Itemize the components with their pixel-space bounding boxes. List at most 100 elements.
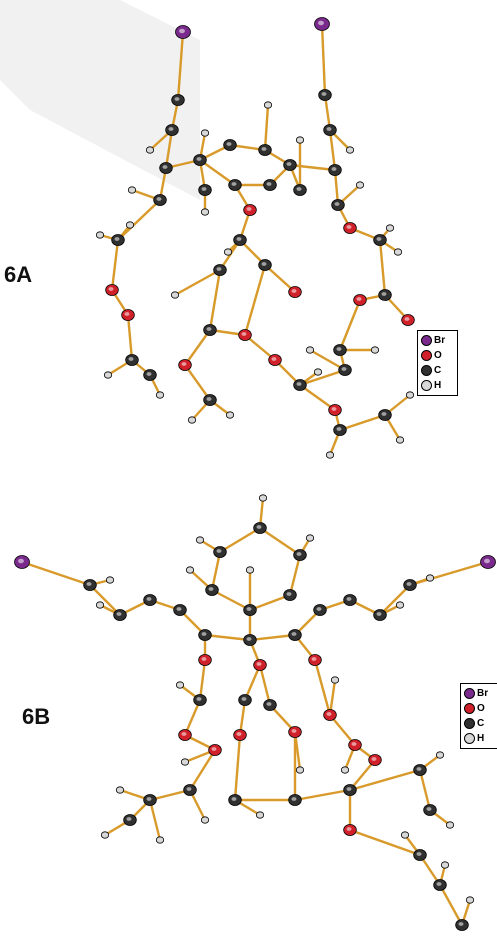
carbon-atom-highlight [216,267,222,271]
carbon-atom-highlight [186,787,192,791]
bond [378,238,387,297]
bond [88,583,122,617]
panel-6a: 6A Br O C H [0,0,497,470]
bond [243,333,277,362]
carbon-atom-highlight [162,165,168,169]
bond [248,593,292,612]
bond [210,550,222,592]
hydrogen-atom [313,368,323,376]
carbon-atom-highlight [241,697,247,701]
carbon-atom-highlight [336,427,342,431]
carbon-atom-highlight [436,882,442,886]
hydrogen-atom [445,821,455,829]
carbon-atom-highlight [86,582,92,586]
hydrogen-atom [355,181,365,189]
hydrogen-atom [330,676,340,684]
carbon-atom-highlight [174,97,180,101]
carbon-atom-highlight [296,552,302,556]
hydrogen-atom [395,601,405,609]
bond [176,30,185,102]
legend-label-o: O [434,350,442,361]
bond [243,263,267,337]
hydrogen-atom [145,146,155,154]
hydrogen-atom [223,248,233,256]
bond [183,698,202,737]
legend-label-o: O [477,703,485,714]
carbon-atom-highlight [296,187,302,191]
bond [203,633,252,642]
oxygen-atom-highlight [404,317,410,321]
carbon-atom-highlight [336,347,342,351]
carbon-atom-highlight [406,582,412,586]
bromine-atom-highlight [318,20,324,26]
oxygen-atom-highlight [351,742,357,746]
hydrogen-atom [180,758,190,766]
carbon-atom-highlight [381,292,387,296]
hydrogen-atom [400,831,410,839]
carbon-atom-highlight [208,587,214,591]
oxygen-atom-highlight [236,732,242,736]
bond [233,733,242,802]
hydrogen-atom [295,136,305,144]
carbon-atom-highlight [266,702,272,706]
carbon-atom-highlight [266,182,272,186]
hydrogen-atom [405,391,415,399]
oxygen-atom-highlight [346,827,352,831]
hydrogen-atom [465,896,475,904]
carbon-atom-highlight [261,147,267,151]
hydrogen-atom [95,601,105,609]
bond [288,553,302,597]
legend-row-o: O [464,701,495,716]
hydrogen-atom [385,224,395,232]
oxygen-atom-highlight [108,287,114,291]
bond [188,748,217,792]
bond [263,263,297,294]
bond [308,348,347,372]
carbon-atom-highlight [196,697,202,701]
hydrogen-atom [105,576,115,584]
hydrogen-atom [245,566,255,574]
bond [338,413,387,432]
carbon-atom-highlight [458,922,464,926]
carbon-atom-highlight [346,597,352,601]
carbon-atom-highlight [376,612,382,616]
carbon-atom-highlight [346,787,352,791]
legend-label-h: H [434,380,442,391]
legend-row-c: C [464,716,495,731]
bond [258,663,272,707]
hydrogen-atom [200,208,210,216]
carbon-atom-highlight [128,357,134,361]
hydrogen-atom [175,681,185,689]
bond [126,313,134,362]
legend-swatch-c [421,365,432,376]
bond [20,560,92,587]
hydrogen-atom [305,534,315,542]
carbon-atom-highlight [331,167,337,171]
legend-row-h: H [421,378,454,393]
bond [328,128,337,172]
atom-legend-6a: Br O C H [417,330,458,396]
panel-label-6a: 6A [4,262,33,287]
hydrogen-atom [435,751,445,759]
bond [348,828,422,857]
carbon-atom-highlight [334,202,340,206]
hydrogen-atom [425,574,435,582]
carbon-atom-highlight [116,612,122,616]
legend-row-br: Br [464,686,495,701]
bond [183,363,212,402]
carbon-atom-highlight [326,127,332,131]
carbon-atom-highlight [381,412,387,416]
oxygen-atom-highlight [356,297,362,301]
hydrogen-atom [187,416,197,424]
bond [218,526,262,554]
hydrogen-atom [305,346,315,354]
carbon-atom-highlight [201,187,207,191]
bond [148,788,192,802]
legend-row-o: O [421,348,454,363]
bond [183,328,212,367]
hydrogen-atom [103,371,113,379]
molecule-6a-structure [95,17,415,459]
bond [198,158,237,187]
carbon-atom-highlight [176,607,182,611]
oxygen-atom-highlight [331,407,337,411]
